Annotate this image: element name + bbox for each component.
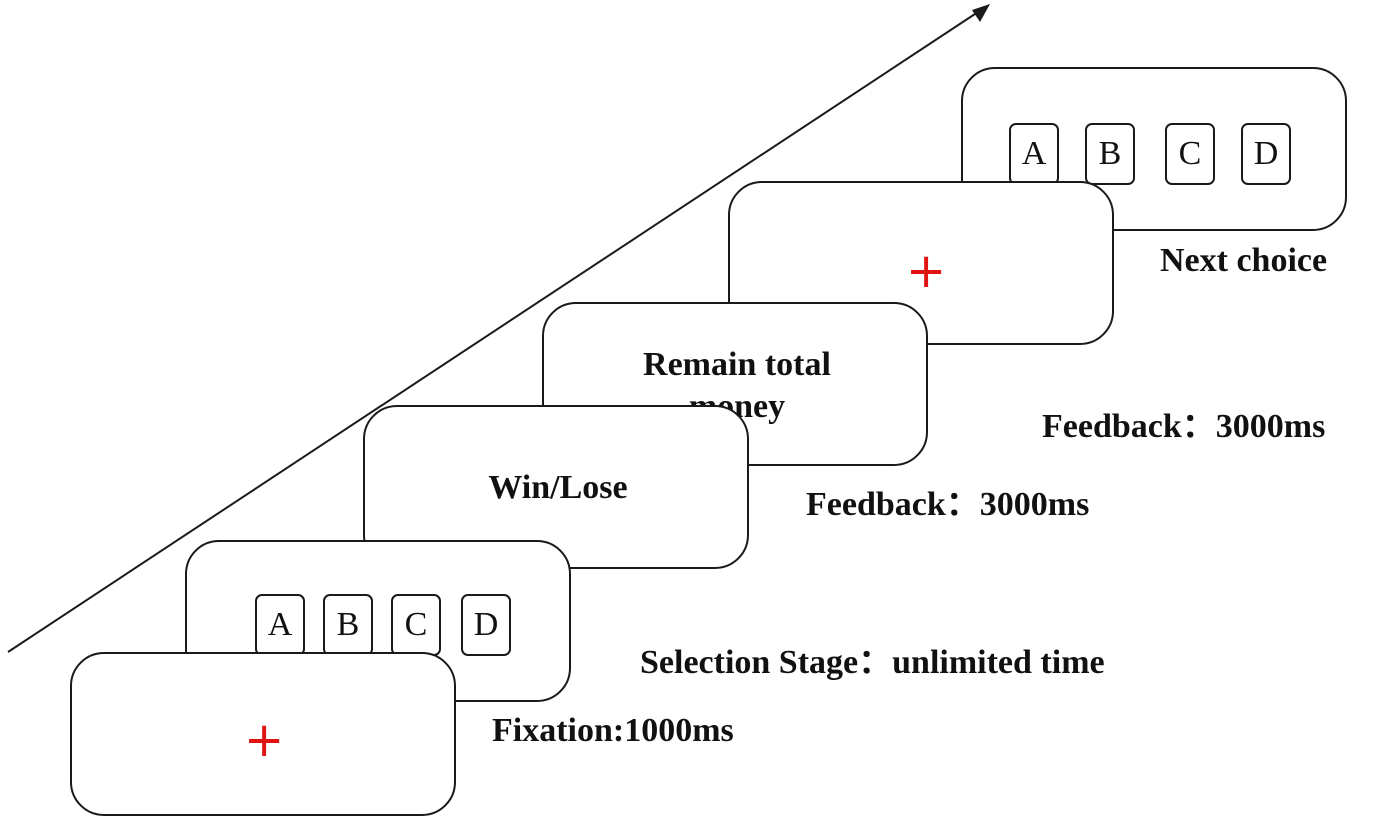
- feedback-label-2: Feedback：3000ms: [1042, 408, 1326, 445]
- card-b: B: [323, 594, 373, 656]
- card-a: A: [255, 594, 305, 656]
- win-lose-text: Win/Lose: [488, 469, 628, 506]
- next-card-a: A: [1009, 123, 1059, 185]
- card-d: D: [461, 594, 511, 656]
- next-choice-label: Next choice: [1160, 242, 1328, 279]
- feedback-label-1: Feedback：3000ms: [806, 486, 1090, 523]
- card-c: C: [391, 594, 441, 656]
- fixation-screen: +: [70, 652, 456, 816]
- remain-total-line1: Remain total: [643, 346, 831, 383]
- next-card-c: C: [1165, 123, 1215, 185]
- fixation-cross-icon: +: [244, 712, 285, 768]
- next-card-b: B: [1085, 123, 1135, 185]
- next-card-d: D: [1241, 123, 1291, 185]
- fixation-label: Fixation:1000ms: [492, 712, 734, 749]
- selection-label: Selection Stage：unlimited time: [640, 644, 1105, 681]
- fixation-cross-icon-2: +: [906, 243, 947, 299]
- selection-screen: A B C D: [185, 540, 571, 702]
